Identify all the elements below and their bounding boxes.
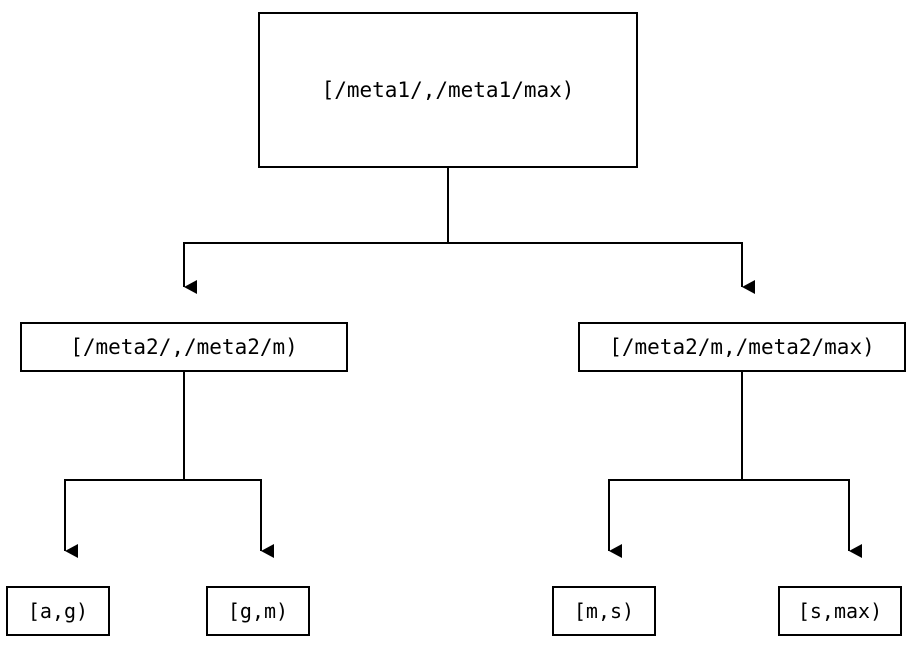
tree-node-leaf-m-s[interactable]: [m,s)	[552, 586, 656, 636]
tree-node-leaf-a-g[interactable]: [a,g)	[6, 586, 110, 636]
edge-mid-left-to-leaf-g-m	[183, 372, 274, 558]
tree-node-mid-right[interactable]: [/meta2/m,/meta2/max)	[578, 322, 906, 372]
tree-node-leaf-s-max[interactable]: [s,max)	[778, 586, 902, 636]
tree-node-root-label: [/meta1/,/meta1/max)	[321, 77, 575, 102]
edge-root-to-mid-left	[183, 168, 449, 294]
tree-node-leaf-g-m[interactable]: [g,m)	[206, 586, 310, 636]
tree-node-mid-left[interactable]: [/meta2/,/meta2/m)	[20, 322, 348, 372]
edge-mid-left-to-leaf-a-g	[64, 372, 185, 558]
tree-node-mid-right-label: [/meta2/m,/meta2/max)	[609, 334, 875, 359]
tree-node-leaf-a-g-label: [a,g)	[27, 599, 89, 623]
tree-node-leaf-s-max-label: [s,max)	[797, 599, 883, 623]
tree-node-root[interactable]: [/meta1/,/meta1/max)	[258, 12, 638, 168]
edge-mid-right-to-leaf-s-max	[741, 372, 862, 558]
tree-node-leaf-g-m-label: [g,m)	[227, 599, 289, 623]
tree-node-mid-left-label: [/meta2/,/meta2/m)	[70, 334, 298, 359]
edge-mid-right-to-leaf-m-s	[608, 372, 743, 558]
edge-root-to-mid-right	[447, 168, 755, 294]
tree-node-leaf-m-s-label: [m,s)	[573, 599, 635, 623]
